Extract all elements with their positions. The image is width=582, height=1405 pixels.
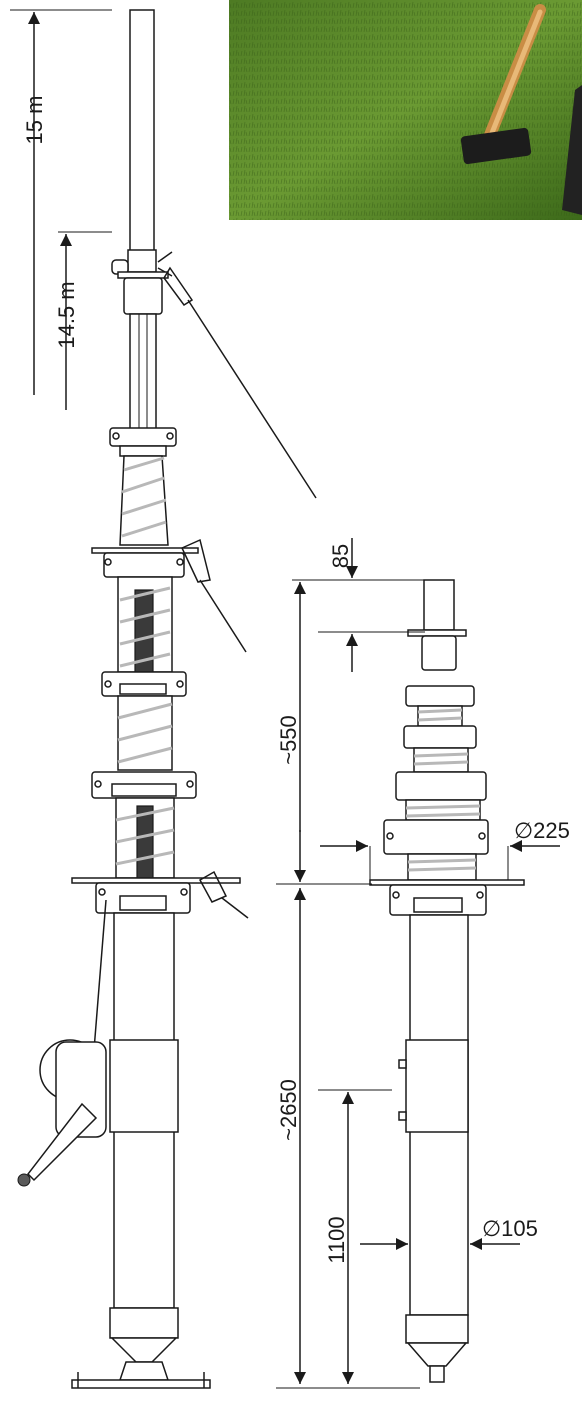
label-14-5m: 14.5 m (54, 281, 79, 348)
nested-mast (369, 579, 525, 1383)
label-1100: 1100 (324, 1216, 349, 1263)
dimension-diameter-top: ∅225 (320, 818, 570, 880)
dimension-head-offset: 85 (292, 538, 440, 672)
winch (17, 899, 107, 1187)
dimension-nested-height: ~550 (276, 582, 372, 885)
sledgehammer-icon (460, 4, 546, 165)
extended-mast (17, 9, 317, 1389)
dimension-working-height: 14.5 m (54, 231, 112, 410)
spring-coil (121, 456, 167, 538)
label-85: 85 (328, 544, 353, 568)
mast-tube-photo (562, 85, 582, 215)
dimension-lower-section: 1100 (318, 1089, 392, 1384)
dimension-base-height: ~2650 (276, 888, 420, 1389)
label-diameter-225: ∅225 (514, 818, 570, 843)
label-550: ~550 (276, 715, 301, 765)
label-diameter-105: ∅105 (482, 1216, 538, 1241)
dimension-overall-height: 15 m (10, 9, 112, 395)
label-2650: ~2650 (276, 1079, 301, 1141)
label-15m: 15 m (22, 96, 47, 145)
dimension-diameter-base: ∅105 (360, 1216, 538, 1250)
grass-photo (229, 0, 582, 220)
